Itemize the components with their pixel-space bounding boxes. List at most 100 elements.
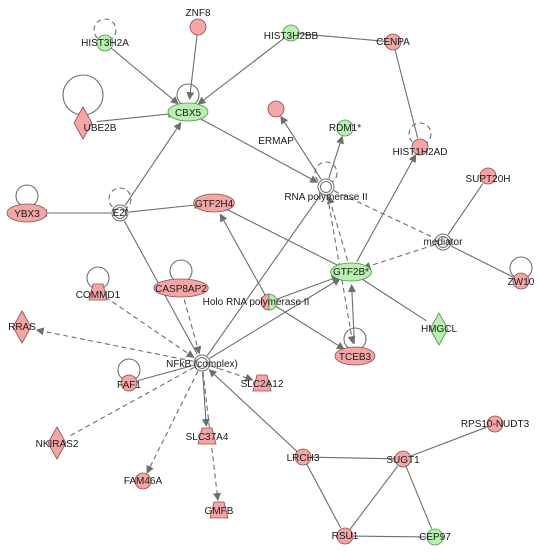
node-shape-znf8 [189, 18, 207, 36]
edge-rnapol-ermap [280, 115, 322, 180]
node-gtf2h4[interactable]: GTF2H4 [193, 193, 235, 213]
node-casp8ap2[interactable]: CASP8AP2 [153, 278, 209, 298]
node-gtf2b[interactable]: GTF2B* [330, 262, 372, 282]
node-zw10[interactable]: ZW10 [508, 272, 535, 290]
node-label-cenpa: CENPA [376, 37, 410, 48]
node-label-ube2b: UBE2B [84, 123, 117, 134]
node-label-rdm1: RDM1* [329, 123, 361, 134]
node-ermap[interactable]: ERMAP [258, 100, 294, 147]
edge-sugt1-rps10nudt3 [410, 426, 487, 457]
node-tceb3[interactable]: TCEB3 [334, 346, 376, 366]
edge-tceb3-gtf2b [347, 283, 356, 345]
node-hist1h2ad[interactable]: HIST1H2AD [392, 138, 448, 158]
node-shape-sugt1 [394, 450, 412, 468]
edge-nfkb-rnapol [206, 194, 321, 356]
node-gmfb[interactable]: GMFB [205, 501, 234, 519]
node-shape-rsu1 [336, 527, 354, 545]
node-shape-hist1h2ad [411, 138, 429, 156]
edge-rsu1-sugt1 [349, 465, 399, 530]
node-slc37a4[interactable]: SLC37A4 [186, 427, 229, 445]
node-shape-rnapol [317, 178, 335, 196]
node-znf8[interactable]: ZNF8 [186, 8, 211, 36]
node-label-tceb3: TCEB3 [339, 352, 372, 363]
edge-holorna-gtf2b [276, 275, 340, 300]
node-shape-casp8ap2 [153, 278, 209, 298]
node-shape-ermap [267, 100, 285, 118]
edge-gtf2b-rnapol [326, 195, 349, 261]
edge-rsu1-cep97 [352, 535, 427, 538]
edge-e2f-cbx5 [124, 121, 182, 206]
node-label-e2f: E2f [112, 208, 127, 219]
node-label-slc2a12: SLC2A12 [241, 379, 284, 390]
node-shape-hist3h2bb [282, 24, 300, 42]
node-shape-slc2a12 [252, 374, 272, 392]
node-supt20h[interactable]: SUPT20H [465, 167, 511, 185]
node-label-hmgcl: HMGCL [421, 324, 458, 335]
node-hmgcl[interactable]: HMGCL [421, 312, 458, 346]
node-cep97[interactable]: CEP97 [419, 528, 451, 546]
node-label-nfkb: NFkB (complex) [166, 359, 238, 370]
edge-nfkb-faf1 [137, 364, 194, 382]
node-shape-rps10nudt3 [486, 415, 504, 433]
node-shape-gtf2h4 [193, 193, 235, 213]
edge-casp8ap2-nfkb [183, 299, 202, 355]
node-sugt1[interactable]: SUGT1 [386, 450, 420, 468]
node-rsu1[interactable]: RSU1 [332, 527, 359, 545]
edge-lrch3-sugt1 [310, 456, 395, 460]
node-faf1[interactable]: FAF1 [117, 374, 141, 392]
node-hist3h2a[interactable]: HIST3H2A [81, 34, 129, 52]
edge-gtf2b-hmgcl [360, 278, 427, 322]
node-nfkb[interactable]: NFkB (complex) [166, 354, 238, 372]
node-rps10nudt3[interactable]: RPS10-NUDT3 [461, 415, 530, 433]
node-label-zw10: ZW10 [508, 277, 535, 288]
edge-ube2b-cbx5 [96, 110, 177, 123]
edge-gtf2b-hist1h2ad [356, 154, 417, 262]
node-cenpa[interactable]: CENPA [376, 33, 410, 51]
edge-znf8-cbx5 [186, 34, 198, 101]
node-slc2a12[interactable]: SLC2A12 [241, 374, 284, 392]
node-label-casp8ap2: CASP8AP2 [155, 284, 207, 295]
node-nkiras2[interactable]: NKIRAS2 [36, 426, 79, 460]
edge-cbx5-rnapol [198, 117, 319, 183]
node-ybx3[interactable]: YBX3 [6, 203, 48, 223]
node-label-fam46a: FAM46A [124, 476, 163, 487]
node-label-sugt1: SUGT1 [386, 455, 420, 466]
node-fam46a[interactable]: FAM46A [124, 472, 163, 490]
node-lrch3[interactable]: LRCH3 [287, 448, 320, 466]
node-shape-nfkb [193, 354, 211, 372]
node-shape-cep97 [426, 528, 444, 546]
node-shape-slc37a4 [197, 427, 217, 445]
edge-rnapol-mediator [333, 190, 435, 239]
edge-hist3h2a-cbx5 [110, 47, 179, 105]
node-cbx5[interactable]: CBX5 [167, 102, 209, 122]
node-shape-holorna [260, 293, 278, 311]
node-e2f[interactable]: E2f [111, 204, 129, 222]
node-hist3h2bb[interactable]: HIST3H2BB [264, 24, 319, 42]
node-shape-tceb3 [334, 346, 376, 366]
node-label-commd1: COMMD1 [76, 290, 121, 301]
edge-gtf2h4-gtf2b [224, 207, 340, 267]
edge-cenpa-hist1h2ad [394, 49, 419, 139]
node-label-rnapol: RNA polymerase II [284, 192, 367, 203]
edge-layer [35, 33, 514, 538]
edge-mediator-supt20h [447, 183, 484, 235]
node-commd1[interactable]: COMMD1 [76, 283, 121, 301]
node-rnapol[interactable]: RNA polymerase II [284, 178, 368, 203]
node-label-rras: RRAS [8, 322, 36, 333]
node-label-znf8: ZNF8 [186, 8, 211, 19]
node-label-ybx3: YBX3 [14, 209, 40, 220]
node-shape-commd1 [88, 283, 108, 301]
node-label-holorna: Holo RNA polymerase II [203, 297, 310, 308]
node-label-gtf2h4: GTF2H4 [195, 199, 234, 210]
node-holorna[interactable]: Holo RNA polymerase II [203, 293, 310, 311]
node-shape-hist3h2a [96, 34, 114, 52]
edge-nfkb-fam46a [146, 370, 199, 474]
node-rdm1[interactable]: RDM1* [329, 119, 361, 137]
node-label-slc37a4: SLC37A4 [186, 432, 229, 443]
node-shape-rdm1 [336, 119, 354, 137]
node-mediator[interactable]: mediator [424, 233, 464, 251]
edge-nfkb-gtf2b [209, 278, 341, 359]
node-ube2b[interactable]: UBE2B [73, 106, 117, 140]
edge-sugt1-cep97 [405, 466, 433, 529]
node-rras[interactable]: RRAS [8, 310, 36, 344]
